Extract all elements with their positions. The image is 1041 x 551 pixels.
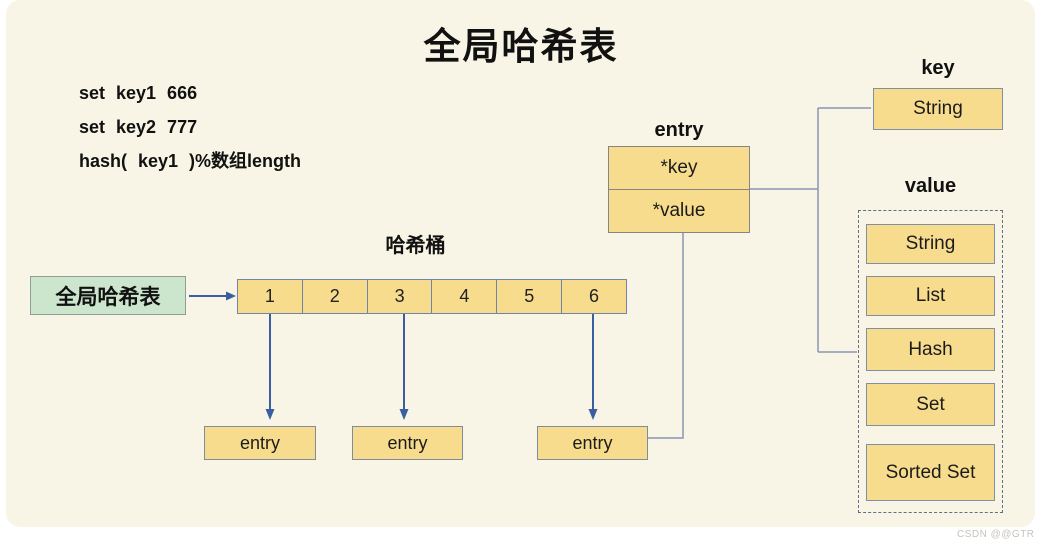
- diagram-panel: [6, 0, 1035, 527]
- entry-key-field: *key: [660, 157, 698, 178]
- value-type-box-list: List: [866, 276, 995, 316]
- watermark: CSDN @@GTR: [957, 529, 1035, 540]
- entry-struct-label: entry: [654, 119, 704, 141]
- chain-entry-box-2: entry: [352, 426, 463, 460]
- value-type-box-hash: Hash: [866, 328, 995, 371]
- bucket-cell-4: 4: [431, 280, 496, 313]
- page-title: 全局哈希表: [423, 26, 619, 67]
- bucket-cell-1: 1: [264, 286, 275, 306]
- entry-value-field: *value: [609, 189, 749, 232]
- value-type-box-string: String: [866, 224, 995, 264]
- global-hash-table-box: 全局哈希表: [30, 276, 186, 315]
- bucket-cell-5: 5: [496, 280, 561, 313]
- value-types-container: String List Hash Set Sorted Set: [858, 210, 1003, 513]
- bucket-cell-3: 3: [366, 280, 432, 313]
- bucket-cell-2: 2: [301, 280, 367, 313]
- chain-entry-box-1: entry: [204, 426, 316, 460]
- command-line-3: hash( key1 )%数组length: [79, 151, 302, 171]
- entry-struct-box: *key *value: [608, 146, 750, 233]
- hash-bucket-array: 1 2 3 4 5 6: [237, 279, 627, 314]
- chain-entry-box-3: entry: [537, 426, 648, 460]
- value-section-label: value: [904, 175, 957, 197]
- command-line-1: set key1 666: [79, 83, 198, 103]
- command-list: set key1 666 set key2 777 hash( key1 )%数…: [79, 76, 301, 178]
- bucket-cell-6: 6: [561, 280, 626, 313]
- hash-bucket-label: 哈希桶: [385, 235, 446, 257]
- key-section-label: key: [921, 57, 955, 79]
- key-type-box-string: String: [873, 88, 1003, 130]
- command-line-2: set key2 777: [79, 117, 198, 137]
- value-type-box-set: Set: [866, 383, 995, 426]
- value-type-box-sorted-set: Sorted Set: [866, 444, 995, 501]
